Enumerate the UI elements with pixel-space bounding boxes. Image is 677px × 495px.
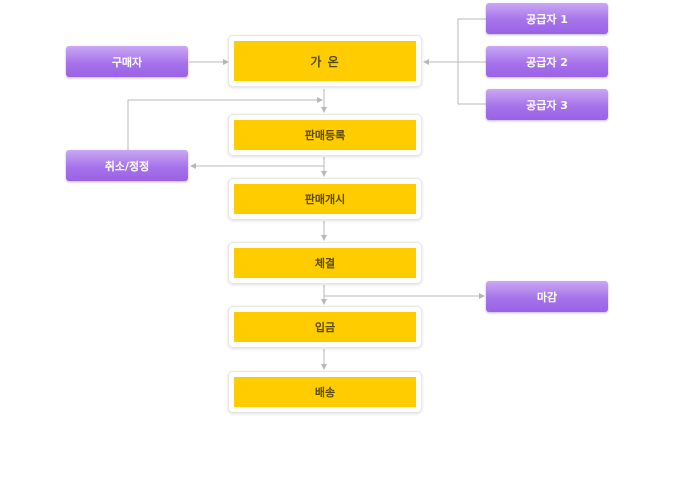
step-label: 입금 xyxy=(234,312,416,342)
hub-label: 가 온 xyxy=(234,41,416,81)
suppliers-bracket-line xyxy=(457,18,486,105)
supplier-node-1: 공급자 1 xyxy=(486,3,608,34)
step-label: 판매등록 xyxy=(234,120,416,150)
buyer-node: 구매자 xyxy=(66,46,188,77)
step-node-4: 입금 xyxy=(228,306,422,348)
hub-node: 가 온 xyxy=(228,35,422,87)
step-node-1: 판매등록 xyxy=(228,114,422,156)
step-label: 배송 xyxy=(234,377,416,407)
cancel-loop-line xyxy=(127,97,323,150)
step-node-2: 판매개시 xyxy=(228,178,422,220)
supplier-node-2: 공급자 2 xyxy=(486,46,608,77)
step-node-5: 배송 xyxy=(228,371,422,413)
deadline-node: 마감 xyxy=(486,281,608,312)
cancel-node: 취소/정정 xyxy=(66,150,188,181)
step-label: 체결 xyxy=(234,248,416,278)
step-label: 판매개시 xyxy=(234,184,416,214)
step-node-3: 체결 xyxy=(228,242,422,284)
supplier-node-3: 공급자 3 xyxy=(486,89,608,120)
